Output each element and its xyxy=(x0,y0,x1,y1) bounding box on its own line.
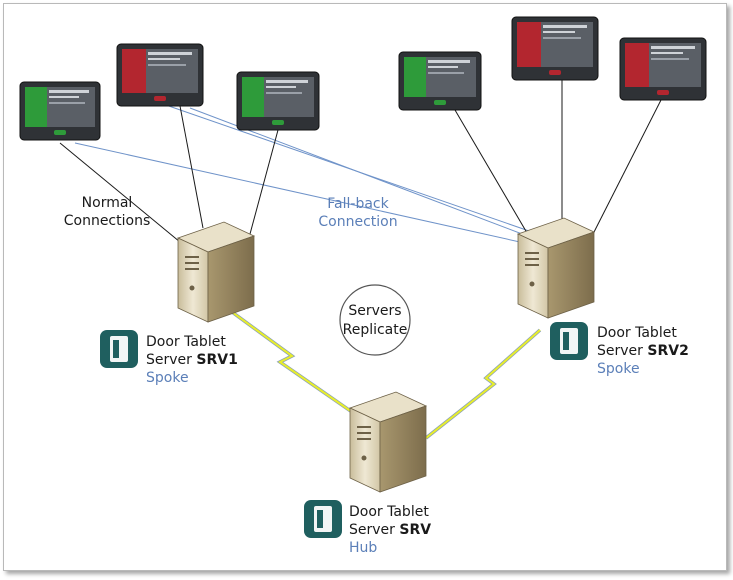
replication-bolt-right-core xyxy=(425,329,541,439)
replicate-label-line2: Replicate xyxy=(342,322,408,338)
door-tablet-app-icon xyxy=(550,322,588,360)
normal-line xyxy=(179,105,204,229)
normal-line xyxy=(591,99,662,237)
normal-line xyxy=(249,129,279,235)
replication-bolt-left-core xyxy=(231,311,353,413)
srv2-name: SRV2 xyxy=(647,343,689,359)
server-srv2-icon xyxy=(516,217,596,319)
servers-replicate-label: Servers Replicate xyxy=(340,302,410,340)
door-tablet-app-icon xyxy=(100,330,138,368)
normal-connections-label: Normal Connections xyxy=(52,194,162,230)
fallback-line xyxy=(162,103,533,233)
server-srv1-label: Door Tablet Server SRV1 Spoke xyxy=(146,333,238,387)
normal-connections xyxy=(59,80,662,243)
server-hub-label: Door Tablet Server SRV Hub xyxy=(349,503,431,557)
server-srv2-label: Door Tablet Server SRV2 Spoke xyxy=(597,324,689,378)
fallback-label-line1: Fall-back xyxy=(327,196,389,212)
tablet-red-3 xyxy=(619,37,707,101)
srv1-name: SRV1 xyxy=(196,352,238,368)
normal-label-line2: Connections xyxy=(63,213,151,229)
server-srv1-icon xyxy=(176,221,256,323)
fallback-connection-label: Fall-back Connection xyxy=(308,195,408,231)
srv2-line2-prefix: Server xyxy=(597,343,648,359)
hub-role: Hub xyxy=(349,540,378,556)
tablet-red-2 xyxy=(511,16,599,81)
tablet-green-2 xyxy=(236,71,320,131)
replicate-label-line1: Servers xyxy=(348,303,402,319)
hub-line1: Door Tablet xyxy=(349,504,429,520)
normal-line xyxy=(59,142,181,243)
replication-links xyxy=(230,310,542,440)
srv1-role: Spoke xyxy=(146,370,189,386)
hub-name: SRV xyxy=(399,522,432,538)
door-tablet-app-icon xyxy=(304,500,342,538)
normal-line xyxy=(454,109,531,239)
replicate-circle xyxy=(339,284,411,356)
fallback-line xyxy=(74,142,539,247)
fallback-label-line2: Connection xyxy=(318,214,398,230)
server-hub-icon xyxy=(348,391,428,493)
normal-label-line1: Normal xyxy=(81,195,133,211)
hub-line2-prefix: Server xyxy=(349,522,400,538)
srv2-role: Spoke xyxy=(597,361,640,377)
srv2-line1: Door Tablet xyxy=(597,325,677,341)
tablet-green-3 xyxy=(398,51,482,111)
srv1-line1: Door Tablet xyxy=(146,334,226,350)
srv1-line2-prefix: Server xyxy=(146,352,197,368)
tablet-green-1 xyxy=(19,81,101,141)
replication-bolt-left xyxy=(230,310,353,414)
tablet-red-1 xyxy=(116,43,204,107)
